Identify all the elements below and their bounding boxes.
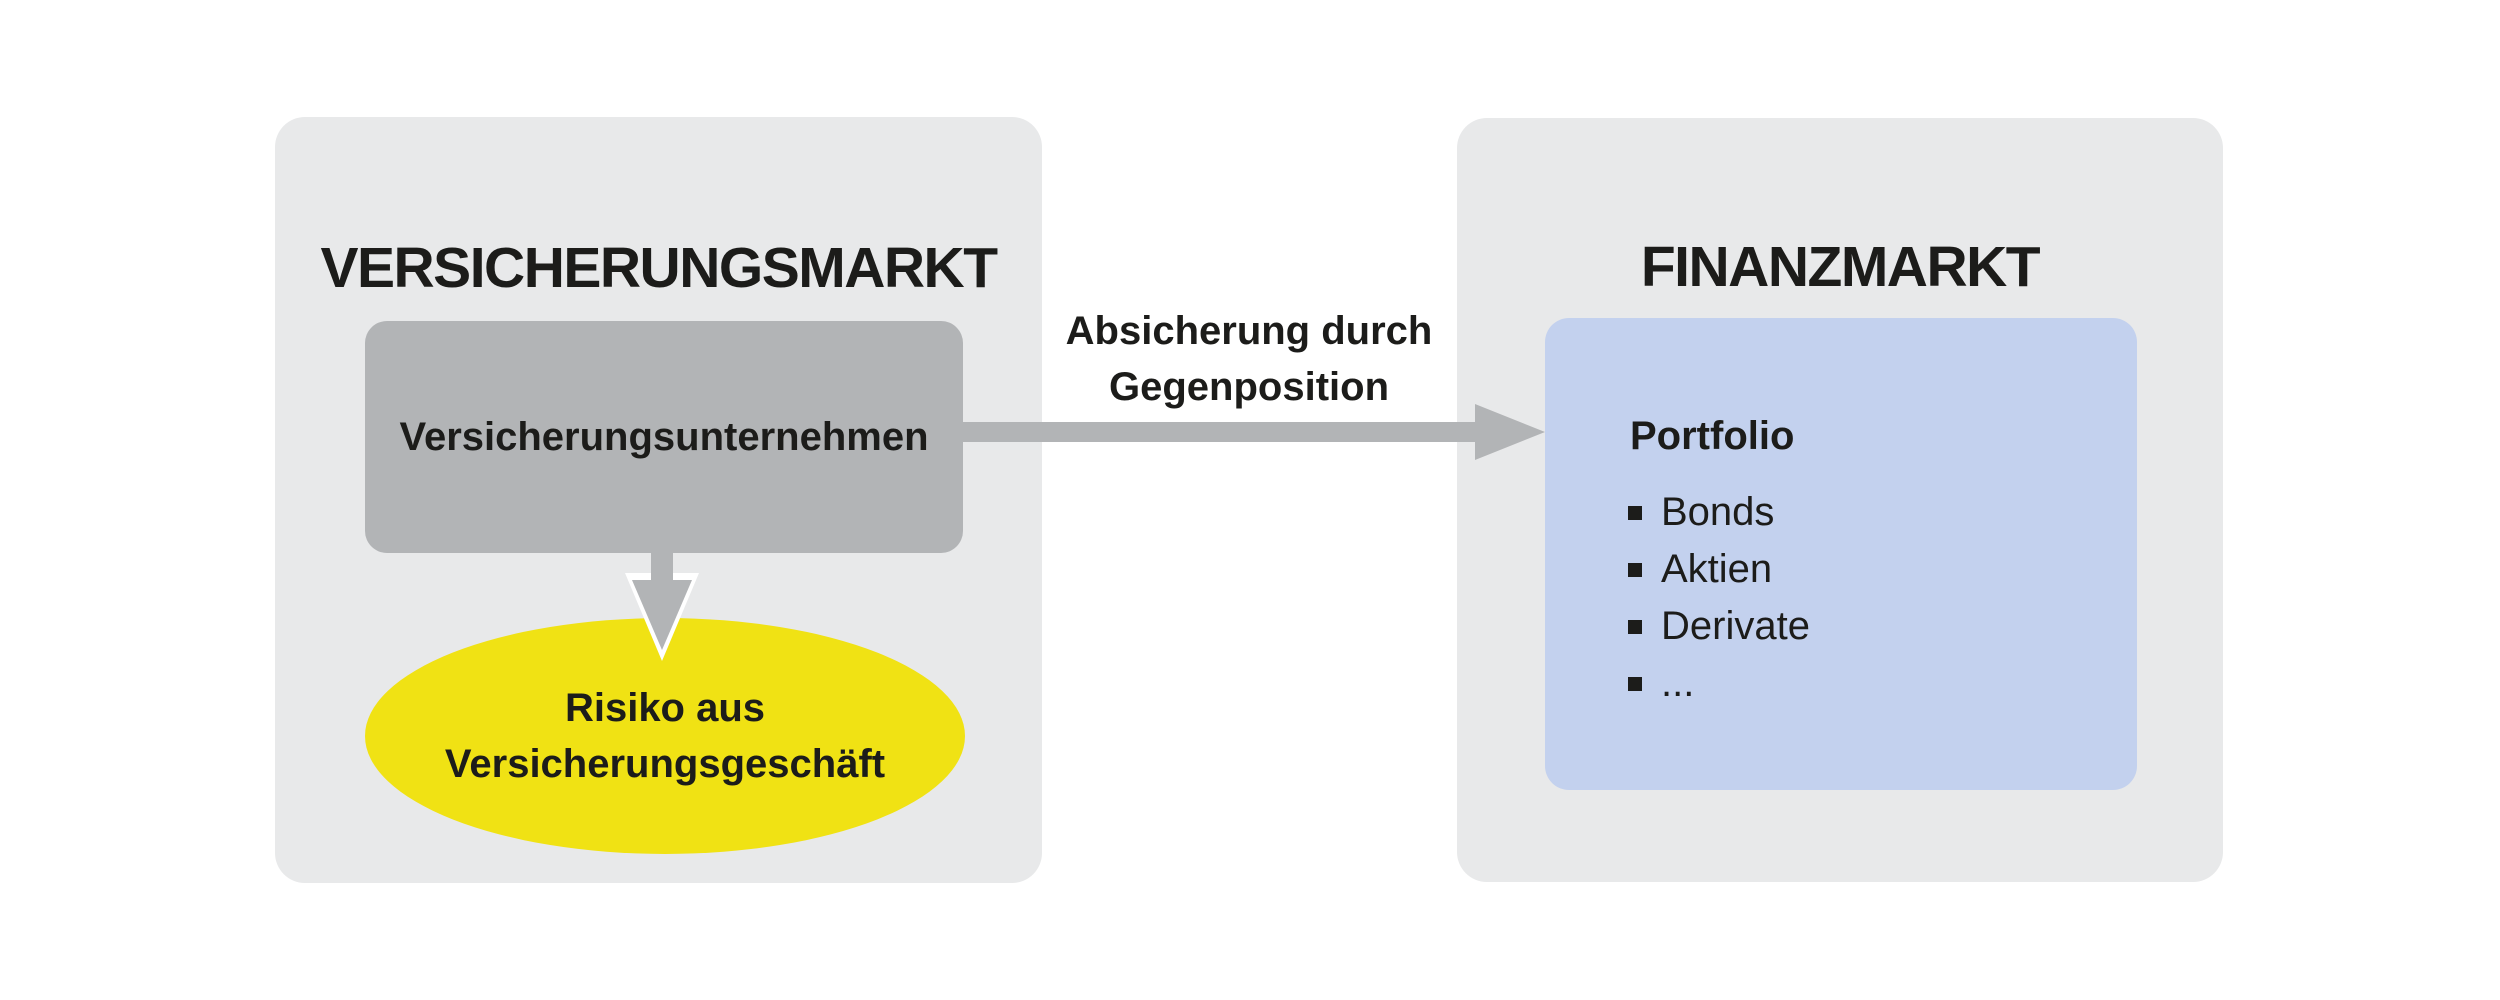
portfolio-item-label: ...: [1661, 661, 1695, 705]
versicherungsmarkt-title: VERSICHERUNGSMARKT: [320, 236, 998, 301]
risk-ellipse-line2: Versicherungsgeschäft: [444, 742, 886, 786]
risk-ellipse: Risiko aus Versicherungsgeschäft: [365, 618, 965, 854]
portfolio-item-label: Bonds: [1661, 490, 1775, 534]
bullet-square-icon: [1628, 562, 1642, 577]
hedge-arrow-label-line2: Gegenposition: [1109, 365, 1389, 409]
portfolio-list-item: Derivate: [1628, 598, 1810, 655]
portfolio-list-item: ...: [1628, 655, 1810, 712]
finanzmarkt-title: FINANZMARKT: [1640, 235, 2041, 300]
portfolio-box: Portfolio Bonds Aktien Derivate ...: [1545, 318, 2137, 790]
bullet-square-icon: [1628, 676, 1642, 691]
versicherungsmarkt-panel: VERSICHERUNGSMARKT Versicherungsunterneh…: [275, 117, 1042, 883]
finanzmarkt-panel: FINANZMARKT Portfolio Bonds Aktien Deriv…: [1457, 118, 2223, 882]
portfolio-list-item: Aktien: [1628, 541, 1810, 598]
portfolio-item-label: Aktien: [1661, 547, 1773, 591]
portfolio-heading: Portfolio: [1630, 414, 1795, 458]
portfolio-item-label: Derivate: [1661, 604, 1810, 648]
hedge-arrow-label-line1: Absicherung durch: [1065, 309, 1433, 353]
risk-ellipse-line1: Risiko aus: [564, 686, 766, 730]
versicherungsunternehmen-box: Versicherungsunternehmen: [365, 321, 963, 553]
bullet-square-icon: [1628, 505, 1642, 520]
portfolio-list: Bonds Aktien Derivate ...: [1628, 484, 1810, 712]
hedge-arrow-label: Absicherung durch Gegenposition: [949, 303, 1549, 415]
versicherungsunternehmen-label: Versicherungsunternehmen: [399, 414, 929, 459]
bullet-square-icon: [1628, 619, 1642, 634]
portfolio-list-item: Bonds: [1628, 484, 1810, 541]
